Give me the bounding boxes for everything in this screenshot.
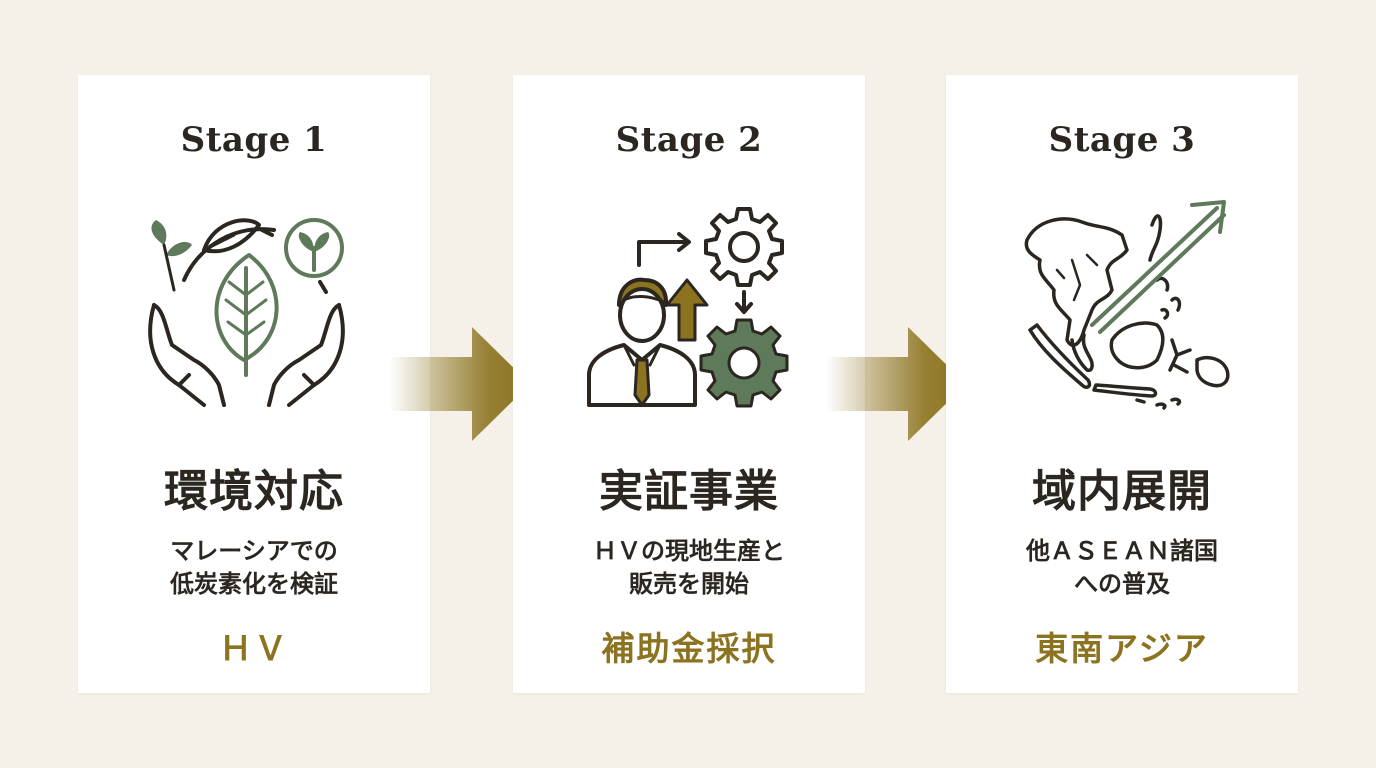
- stage-1-column: Stage 1: [78, 0, 430, 768]
- stage-2-title: Stage 2: [615, 120, 763, 160]
- stage-2-desc-line-2: 販売を開始: [629, 570, 749, 598]
- stage-card-3: [946, 75, 1298, 693]
- stage-3-desc-line-2: への普及: [1074, 570, 1170, 598]
- stage-1-heading: 環境対応: [164, 466, 344, 517]
- stage-2-heading: 実証事業: [599, 466, 779, 517]
- stage-1-desc-line-2: 低炭素化を検証: [170, 570, 338, 598]
- stage-2-desc-line-1: ＨＶの現地生産と: [593, 537, 785, 565]
- stage-1-desc-line-1: マレーシアでの: [170, 537, 338, 565]
- businessman-gears-icon: [579, 200, 799, 420]
- stage-card-2: [513, 75, 865, 693]
- stage-1-tag: ＨＶ: [219, 629, 289, 668]
- stage-3-title: Stage 3: [1048, 120, 1196, 160]
- stage-3-description: 他ＡＳＥＡＮ諸国 への普及: [946, 535, 1298, 601]
- stage-card-1: [78, 75, 430, 693]
- stage-2-tag: 補助金採択: [601, 629, 777, 668]
- stage-3-heading: 域内展開: [1032, 466, 1212, 517]
- stage-1-title: Stage 1: [180, 120, 328, 160]
- stage-3-column: Stage 3: [946, 0, 1298, 768]
- stage-3-desc-line-1: 他ＡＳＥＡＮ諸国: [1026, 537, 1218, 565]
- arrow-right-icon: [826, 327, 966, 441]
- stage-2-column: Stage 2: [513, 0, 865, 768]
- stage-1-description: マレーシアでの 低炭素化を検証: [78, 535, 430, 601]
- stage-2-description: ＨＶの現地生産と 販売を開始: [513, 535, 865, 601]
- hands-leaf-icon: [144, 200, 364, 420]
- southeast-asia-map-icon: [1012, 200, 1232, 420]
- arrow-right-icon: [390, 327, 530, 441]
- stage-3-tag: 東南アジア: [1035, 629, 1209, 668]
